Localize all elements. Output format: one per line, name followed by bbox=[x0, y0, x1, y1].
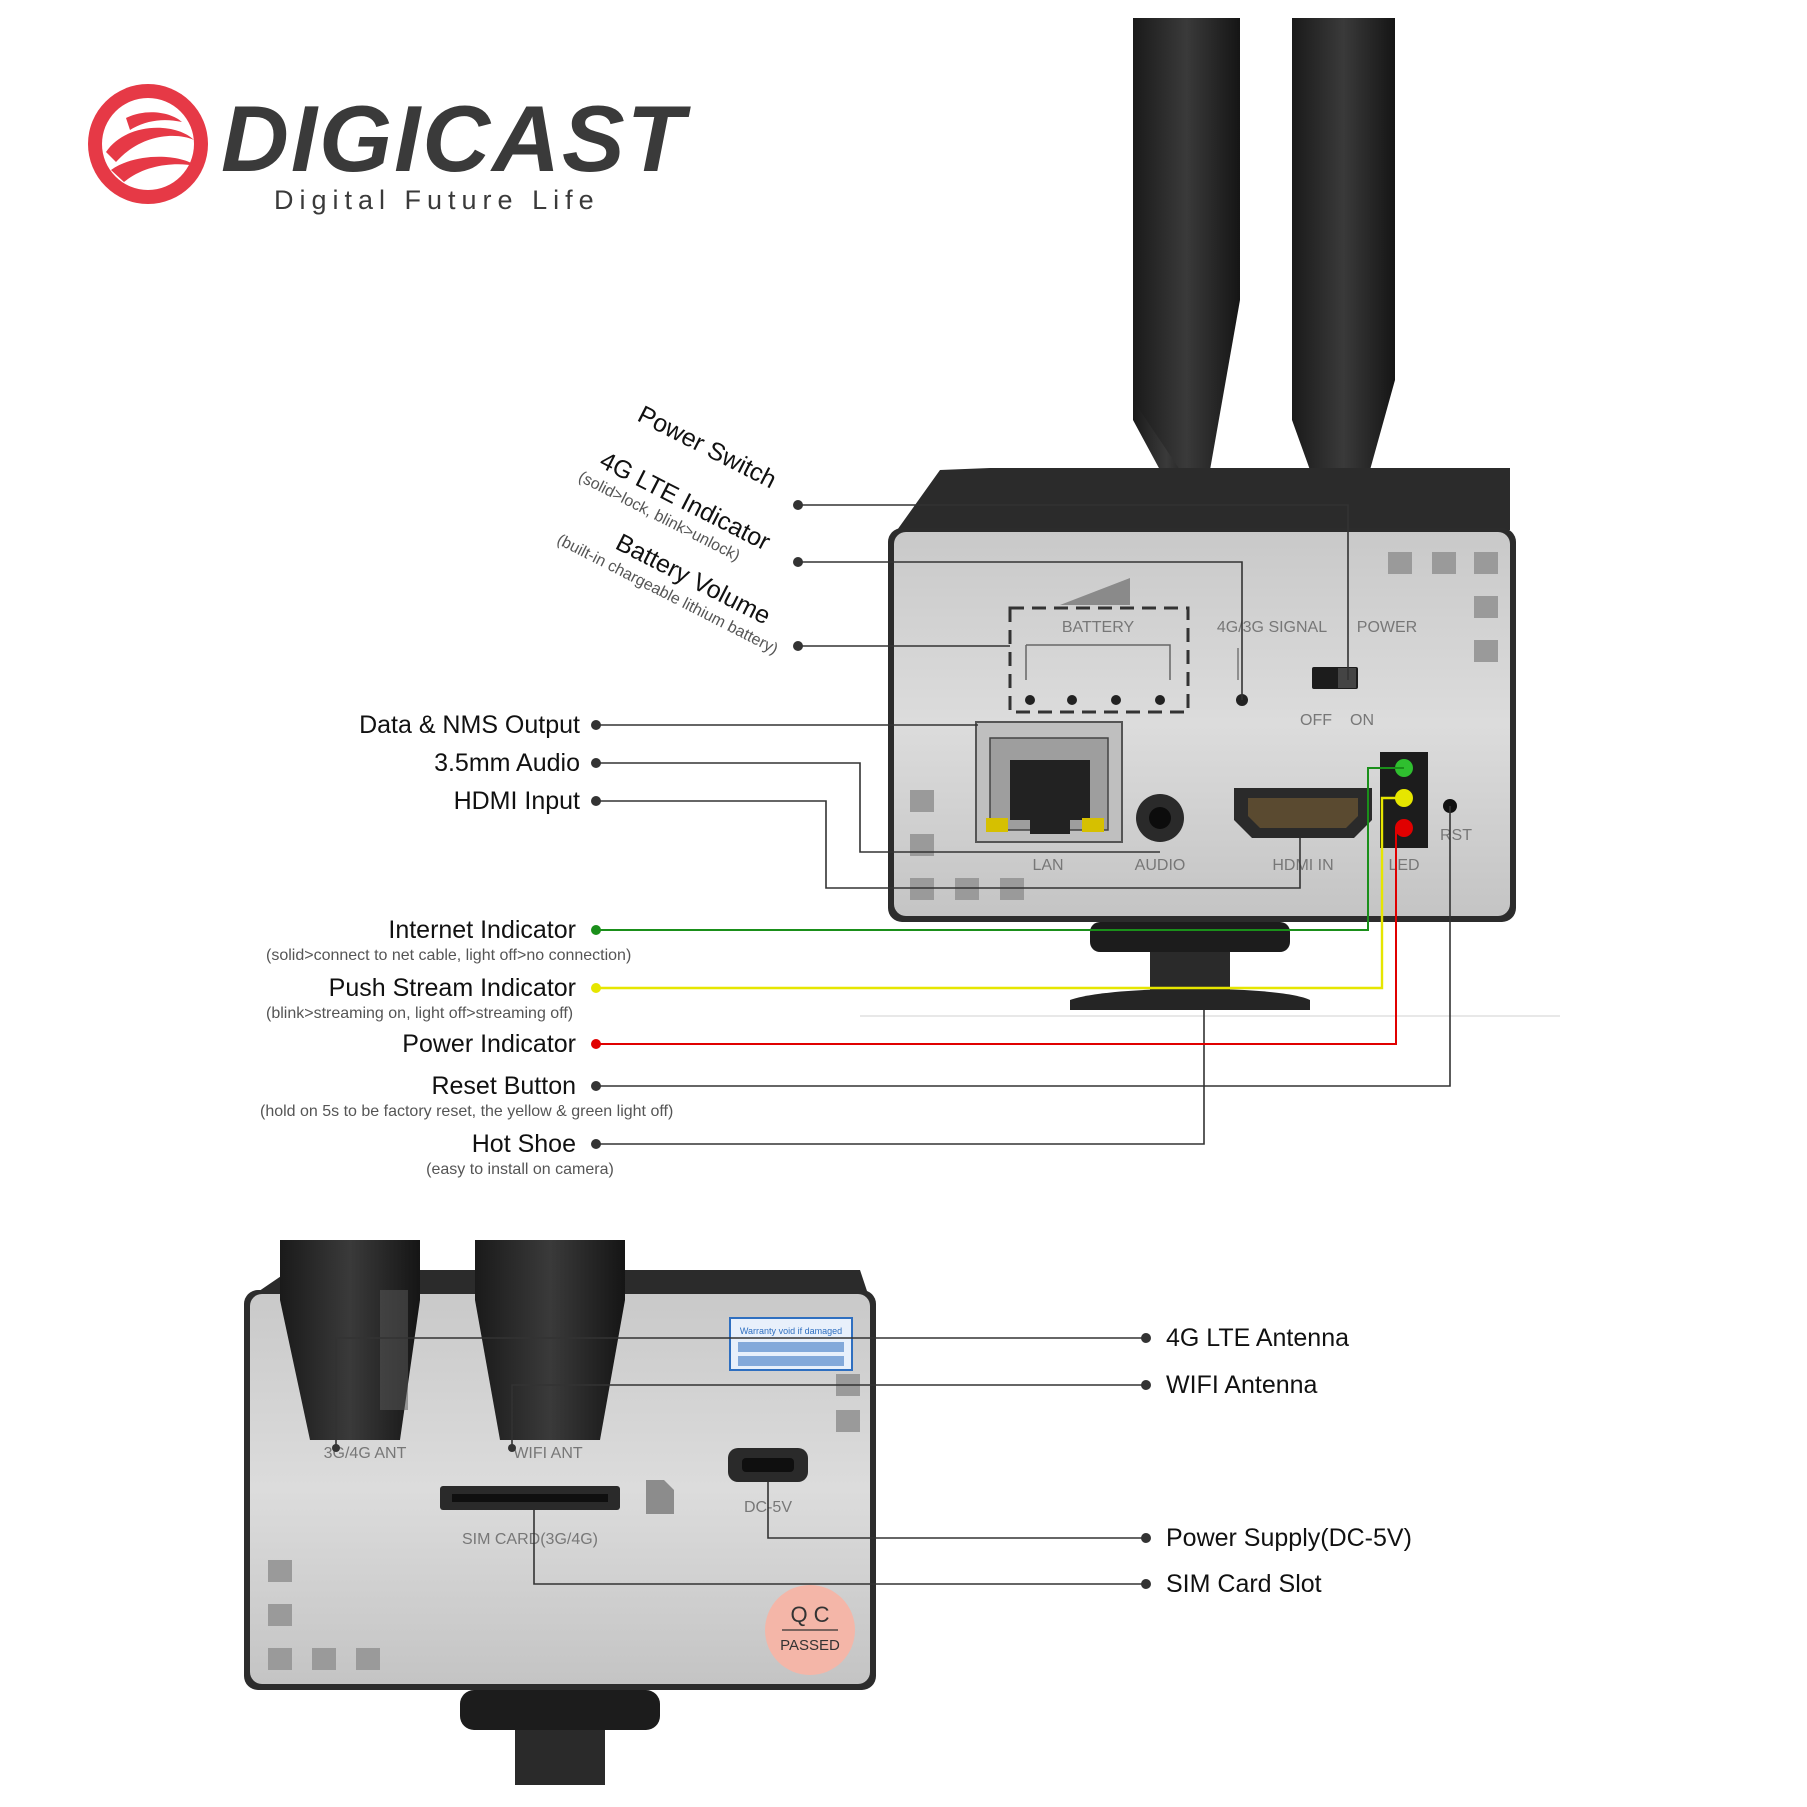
back-antenna-wifi bbox=[475, 1240, 625, 1440]
back-leader-lines bbox=[335, 1337, 1146, 1585]
back-hot-shoe bbox=[460, 1690, 660, 1730]
hdmi-input-text: HDMI Input bbox=[454, 787, 580, 815]
corner-pads bbox=[910, 552, 1498, 900]
sim-card-icon bbox=[646, 1480, 674, 1514]
front-leader-lines bbox=[596, 504, 1451, 1145]
off-label: OFF bbox=[1300, 712, 1332, 729]
push-stream-indicator-text: Push Stream Indicator bbox=[329, 974, 576, 1002]
hot-shoe-text: Hot Shoe bbox=[472, 1130, 576, 1158]
front-device: BATTERY 4G/3G SIGNAL POWER OFF ON LAN bbox=[860, 18, 1560, 1017]
ant-4g-label: 3G/4G ANT bbox=[324, 1445, 407, 1462]
led-label: LED bbox=[1388, 857, 1419, 874]
audio-label: AUDIO bbox=[1135, 857, 1186, 874]
on-label: ON bbox=[1350, 712, 1374, 729]
hot-shoe-note: (easy to install on camera) bbox=[426, 1161, 614, 1178]
push-stream-leader bbox=[596, 796, 1404, 990]
passed-text: PASSED bbox=[780, 1637, 840, 1654]
signal-label: 4G/3G SIGNAL bbox=[1217, 619, 1327, 636]
battery-wedge-icon bbox=[1060, 578, 1130, 605]
power-leader bbox=[596, 827, 1404, 1045]
hdmi-in-label: HDMI IN bbox=[1272, 857, 1333, 874]
power-switch-knob[interactable] bbox=[1338, 668, 1356, 688]
power-indicator-text: Power Indicator bbox=[402, 1030, 576, 1058]
push-stream-indicator-note: (blink>streaming on, light off>streaming… bbox=[266, 1005, 573, 1022]
hot-shoe bbox=[1090, 922, 1290, 952]
digicast-swirl-logo-icon bbox=[88, 84, 208, 204]
rst-label: RST bbox=[1440, 827, 1472, 844]
internet-indicator-note: (solid>connect to net cable, light off>n… bbox=[266, 947, 631, 964]
wifi-antenna-text: WIFI Antenna bbox=[1166, 1371, 1318, 1399]
brand-logo: DIGICAST Digital Future Life bbox=[86, 82, 726, 222]
antenna-left-body bbox=[1133, 18, 1240, 470]
data-nms-output-text: Data & NMS Output bbox=[359, 711, 580, 739]
front-callout-dots bbox=[591, 500, 803, 1149]
reset-button-note: (hold on 5s to be factory reset, the yel… bbox=[260, 1103, 673, 1120]
lan-led-right bbox=[1082, 818, 1104, 832]
audio-35mm-text: 3.5mm Audio bbox=[434, 749, 580, 777]
battery-level-dots bbox=[1025, 695, 1165, 705]
lan-label: LAN bbox=[1032, 857, 1063, 874]
case-top bbox=[890, 468, 1510, 540]
sim-card-label: SIM CARD(3G/4G) bbox=[462, 1531, 598, 1548]
sim-card-slot-text: SIM Card Slot bbox=[1166, 1570, 1322, 1598]
qc-text: Q C bbox=[790, 1602, 829, 1627]
internet-leader bbox=[596, 767, 1404, 931]
lte-antenna-text: 4G LTE Antenna bbox=[1166, 1324, 1349, 1352]
battery-label: BATTERY bbox=[1062, 619, 1135, 636]
battery-bracket bbox=[1025, 644, 1171, 680]
brand-tagline: Digital Future Life bbox=[274, 185, 600, 215]
power-supply-text: Power Supply(DC-5V) bbox=[1166, 1524, 1412, 1552]
antenna-right bbox=[1292, 18, 1395, 470]
power-label: POWER bbox=[1357, 619, 1417, 636]
lan-led-left bbox=[986, 818, 1008, 832]
ant-wifi-label: WIFI ANT bbox=[513, 1445, 583, 1462]
reset-button-text: Reset Button bbox=[431, 1072, 576, 1100]
internet-indicator-text: Internet Indicator bbox=[388, 916, 576, 944]
back-device: 3G/4G ANT WIFI ANT Warranty void if dama… bbox=[244, 1240, 876, 1785]
brand-name: DIGICAST bbox=[221, 86, 687, 191]
warranty-text: Warranty void if damaged bbox=[740, 1326, 842, 1336]
battery-box bbox=[1008, 606, 1190, 714]
